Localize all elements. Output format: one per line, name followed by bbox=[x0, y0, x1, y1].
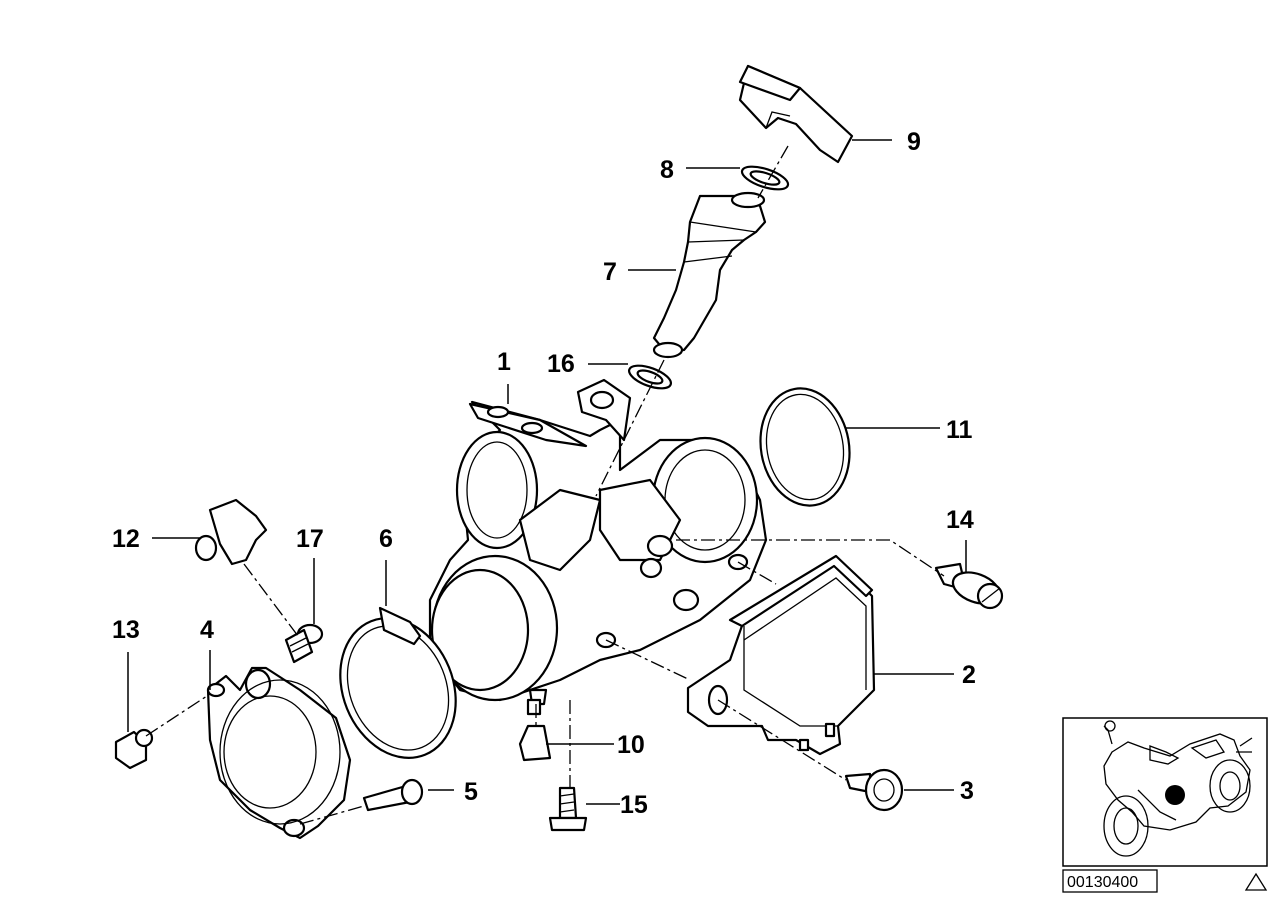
part-13-screw[interactable] bbox=[114, 728, 154, 770]
callout-8: 8 bbox=[660, 156, 674, 184]
part-6-hose-clamp[interactable] bbox=[320, 601, 476, 776]
leader-lines bbox=[127, 139, 967, 805]
part-11-o-ring[interactable] bbox=[751, 381, 858, 512]
part-9-connector-cap[interactable] bbox=[738, 64, 854, 164]
part-3-bolt[interactable] bbox=[844, 768, 904, 812]
callout-13: 13 bbox=[112, 616, 140, 644]
part-12-clip[interactable] bbox=[194, 498, 268, 566]
callout-2: 2 bbox=[962, 661, 976, 689]
callout-11: 11 bbox=[946, 416, 973, 444]
motorcycle-icon bbox=[1103, 720, 1253, 857]
callout-15: 15 bbox=[620, 791, 648, 819]
reference-code: 00130400 bbox=[1067, 874, 1138, 891]
callout-9: 9 bbox=[907, 128, 921, 156]
part-14-screw[interactable] bbox=[934, 562, 1004, 610]
part-1-throttle-housing[interactable] bbox=[428, 378, 768, 706]
callout-4: 4 bbox=[200, 616, 214, 644]
part-10-cap[interactable] bbox=[518, 698, 552, 762]
reference-code-box: 00130400 bbox=[1062, 869, 1158, 893]
callout-16: 16 bbox=[547, 350, 575, 378]
triangle-icon bbox=[1244, 872, 1268, 891]
callout-1: 1 bbox=[497, 348, 511, 376]
callout-numbers: 1 2 3 4 5 6 7 8 9 10 11 12 13 14 15 16 1… bbox=[112, 128, 976, 819]
part-2-control-module[interactable] bbox=[686, 554, 876, 756]
callout-17: 17 bbox=[296, 525, 324, 553]
locator-thumbnail bbox=[1062, 717, 1268, 867]
callout-12: 12 bbox=[112, 525, 140, 553]
callout-3: 3 bbox=[960, 777, 974, 805]
part-15-bolt[interactable] bbox=[548, 786, 588, 832]
part-16-sealing-ring[interactable] bbox=[626, 361, 674, 393]
location-marker bbox=[1165, 785, 1185, 805]
part-7-sensor[interactable] bbox=[652, 191, 767, 359]
part-5-bolt[interactable] bbox=[362, 778, 424, 812]
callout-5: 5 bbox=[464, 778, 478, 806]
part-8-sealing-ring[interactable] bbox=[739, 162, 790, 194]
callout-10: 10 bbox=[617, 731, 645, 759]
part-4-intake-flange[interactable] bbox=[206, 666, 352, 840]
callout-14: 14 bbox=[946, 506, 974, 534]
callout-6: 6 bbox=[379, 525, 393, 553]
part-17-screw-plug[interactable] bbox=[284, 623, 324, 664]
callout-7: 7 bbox=[603, 258, 617, 286]
